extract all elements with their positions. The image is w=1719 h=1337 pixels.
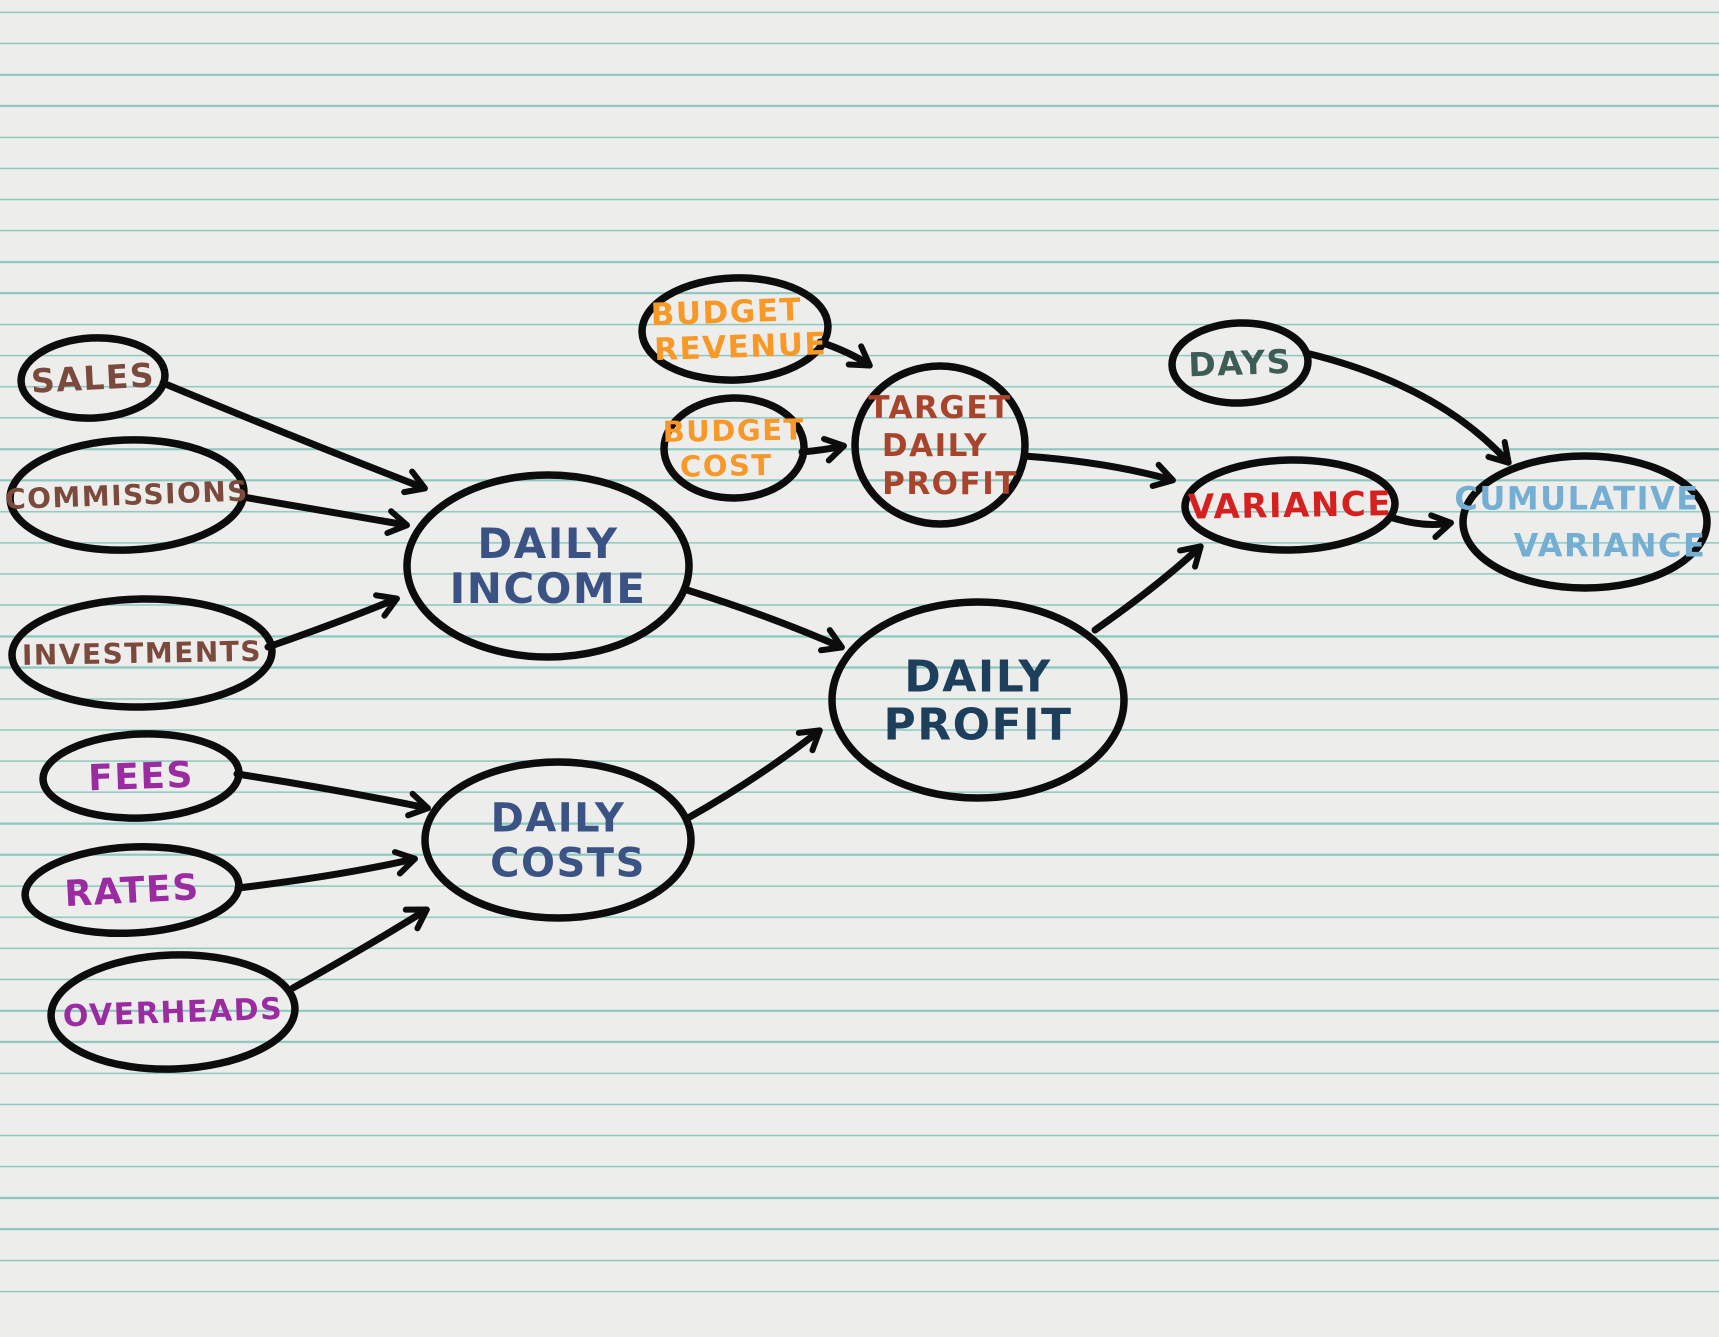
edge-daily-income-to-daily-profit — [683, 586, 845, 654]
commissions-ellipse — [6, 436, 248, 554]
budget-revenue-label: BUDGETREVENUE — [650, 291, 828, 368]
node-overheads: OVERHEADS — [47, 951, 299, 1073]
edge-fees-to-daily-costs — [233, 770, 431, 819]
budget-cost-ellipse — [660, 394, 808, 502]
edge-daily-costs-to-daily-profit — [684, 727, 823, 822]
edge-target-daily-profit-to-variance — [1020, 452, 1176, 489]
budget-revenue-ellipse — [638, 274, 832, 384]
node-fees: FEES — [39, 730, 243, 822]
overheads-ellipse — [47, 951, 299, 1073]
edge-overheads-to-daily-costs — [289, 906, 430, 992]
daily-profit-ellipse — [828, 598, 1128, 802]
investments-ellipse — [8, 595, 276, 711]
fees-ellipse — [39, 730, 243, 822]
commissions-label: COMMISSIONS — [5, 475, 250, 516]
node-budget-revenue: BUDGETREVENUE — [638, 274, 832, 384]
sales-label: SALES — [30, 355, 156, 400]
node-sales: SALES — [17, 334, 169, 422]
daily-income-ellipse — [403, 471, 693, 661]
edges-layer — [159, 338, 1512, 992]
edge-sales-to-daily-income — [159, 379, 428, 496]
node-commissions: COMMISSIONS — [5, 436, 250, 554]
sales-ellipse — [17, 334, 169, 422]
edge-days-to-cumulative-variance — [1302, 349, 1512, 466]
overheads-label: OVERHEADS — [62, 992, 283, 1035]
variance-ellipse — [1181, 456, 1399, 554]
edge-rates-to-daily-costs — [234, 849, 418, 892]
daily-costs-ellipse — [421, 758, 695, 922]
edge-commissions-to-daily-income — [239, 493, 410, 536]
node-variance: VARIANCE — [1181, 456, 1399, 554]
days-label: DAYS — [1188, 342, 1293, 385]
node-days: DAYS — [1168, 319, 1312, 407]
days-ellipse — [1168, 319, 1312, 407]
nodes-layer: SALES COMMISSIONS INVESTMENTS FEES RATES OVER… — [5, 274, 1711, 1073]
budget-cost-label: BUDGETCOST — [662, 412, 805, 483]
rates-ellipse — [21, 842, 243, 938]
target-daily-profit-ellipse — [851, 362, 1029, 528]
edge-daily-profit-to-variance — [1091, 543, 1204, 634]
edge-variance-to-cumulative-variance — [1386, 512, 1454, 541]
investments-label: INVESTMENTS — [22, 635, 263, 672]
rates-label: RATES — [63, 867, 200, 915]
variance-label: VARIANCE — [1188, 484, 1393, 528]
node-rates: RATES — [21, 842, 243, 938]
edge-budget-cost-to-target-daily-profit — [798, 435, 847, 464]
edge-investments-to-daily-income — [264, 592, 400, 651]
fees-label: FEES — [88, 755, 195, 800]
node-budget-cost: BUDGETCOST — [660, 394, 808, 502]
cumulative-variance-ellipse — [1459, 452, 1711, 592]
node-investments: INVESTMENTS — [8, 595, 276, 711]
